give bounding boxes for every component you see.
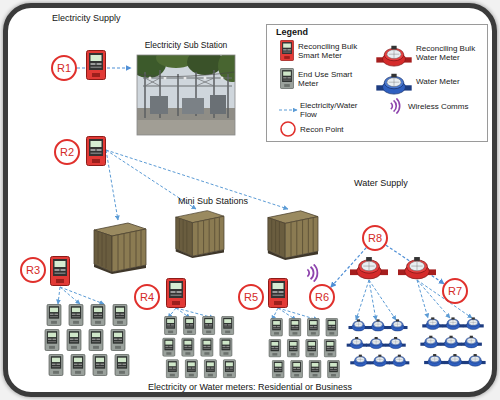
photo-border [137, 55, 235, 135]
recon-point: R3 [20, 257, 46, 283]
end-meter-bank [269, 318, 339, 378]
legend-icon [376, 46, 411, 66]
recon-label: R3 [26, 264, 40, 276]
recon-label: R5 [244, 291, 258, 303]
end-meter-bank [45, 304, 129, 375]
legend-icon [376, 74, 411, 94]
mini-substation [94, 223, 146, 274]
mini-substation [176, 211, 224, 258]
bulk-smart-meter [51, 257, 70, 286]
recon-point: R1 [51, 55, 77, 81]
legend-icon [281, 122, 295, 136]
legend-icon [280, 68, 293, 88]
legend-text: Wireless Comms [408, 102, 486, 111]
legend-icon [280, 40, 293, 60]
substation-box: Electricity Sub Station [131, 40, 241, 136]
water-meter-bank [420, 317, 486, 366]
area-label: Mini Sub Stations [178, 196, 278, 206]
water-meter-bank [346, 319, 409, 366]
legend-icon [391, 98, 400, 113]
recon-point: R5 [238, 284, 264, 310]
legend-text: Recon Point [300, 125, 380, 134]
substation-photo [137, 55, 235, 135]
bulk-smart-meter [269, 279, 288, 308]
area-label: Water Supply [354, 178, 444, 188]
legend-text: Reconciling Bulk Water Meter [416, 44, 488, 62]
recon-label: R6 [315, 291, 329, 303]
recon-label: R4 [140, 291, 154, 303]
recon-point: R6 [309, 284, 335, 310]
recon-point: R2 [54, 139, 80, 165]
bulk-smart-meter [167, 279, 186, 308]
caption-text: Electricity or Water meters: Residential… [0, 382, 500, 392]
recon-label: R7 [448, 285, 462, 297]
legend-text: Water Meter [416, 77, 486, 86]
recon-point: R4 [134, 284, 160, 310]
wireless-symbol [307, 264, 317, 281]
recon-label: R2 [60, 146, 74, 158]
recon-label: R8 [368, 232, 382, 244]
flow-arrows [58, 150, 472, 320]
recon-point: R7 [442, 278, 468, 304]
bulk-smart-meter [87, 51, 106, 80]
mini-substation [268, 211, 318, 260]
bulk-smart-meter [87, 137, 106, 166]
flow-connector [386, 245, 444, 284]
end-meter-bank [163, 316, 236, 378]
bulk-water-meter [350, 257, 388, 279]
legend-text: Reconciling Bulk Smart Meter [298, 42, 372, 60]
legend-text: End Use Smart Meter [298, 70, 364, 88]
area-label: Electricity Supply [52, 13, 172, 23]
legend-text: Electricity/Water Flow [300, 101, 370, 119]
legend-icon [279, 110, 297, 111]
node-heading: Electricity Sub Station [131, 40, 241, 51]
recon-point: R8 [362, 225, 388, 251]
bulk-water-meter [398, 257, 436, 279]
legend-title: Legend [276, 27, 336, 37]
recon-label: R1 [57, 62, 71, 74]
